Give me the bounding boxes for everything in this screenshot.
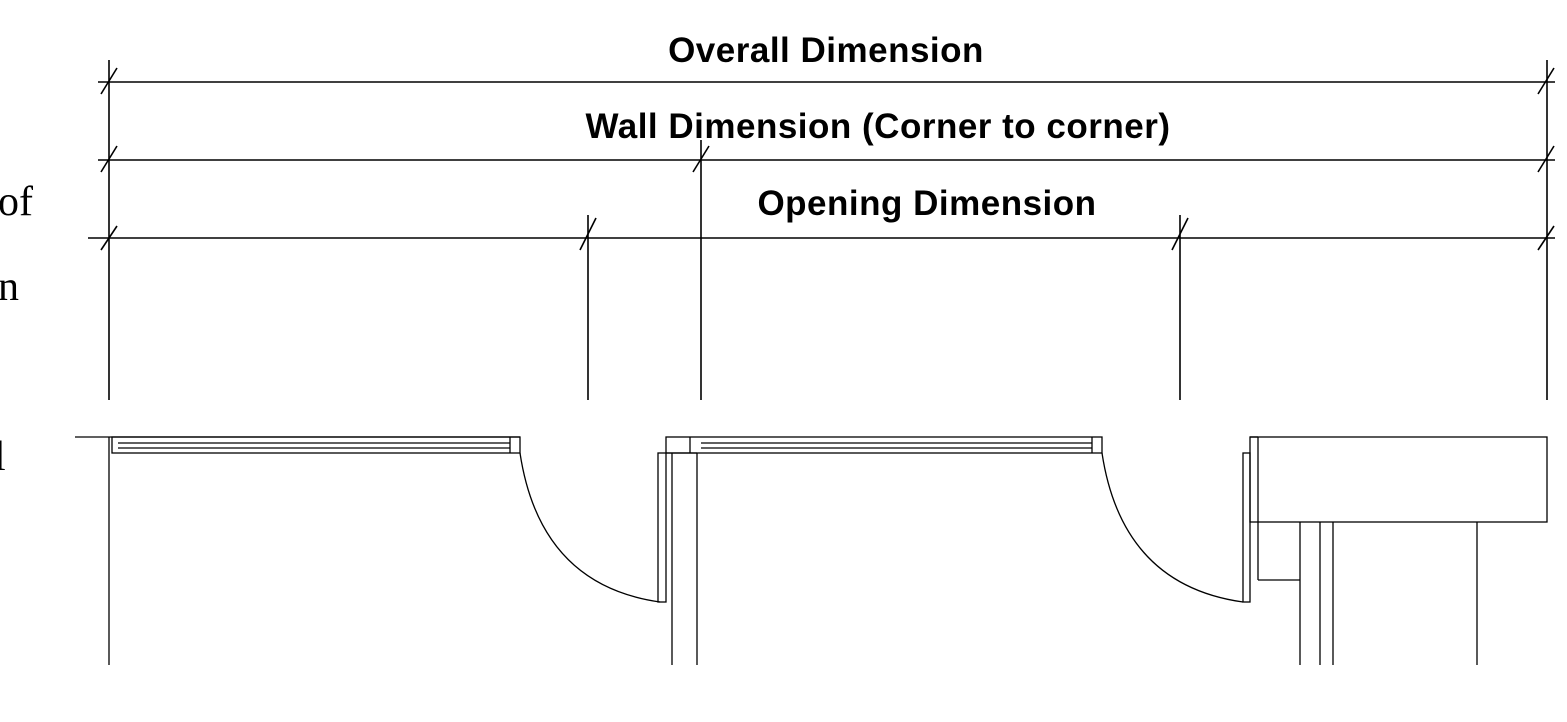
extension-lines — [108, 60, 1548, 400]
overall-dimension-label: Overall Dimension — [668, 31, 984, 70]
wall-dimension-line — [98, 145, 1555, 173]
wall-segment-left — [75, 436, 521, 665]
wall-segment-middle — [665, 436, 1103, 665]
door-swing-2 — [1101, 452, 1251, 603]
wall-dimension-label: Wall Dimension (Corner to corner) — [586, 107, 1171, 146]
left-text-fragment-1: of — [0, 179, 33, 225]
opening-dimension-label: Opening Dimension — [757, 184, 1096, 223]
door-swing-1 — [519, 452, 667, 603]
wall-segment-right — [1249, 436, 1548, 665]
left-text-fragment-2: n — [0, 264, 19, 310]
overall-dimension-line — [98, 67, 1555, 95]
left-text-fragment-3: l — [0, 434, 6, 480]
